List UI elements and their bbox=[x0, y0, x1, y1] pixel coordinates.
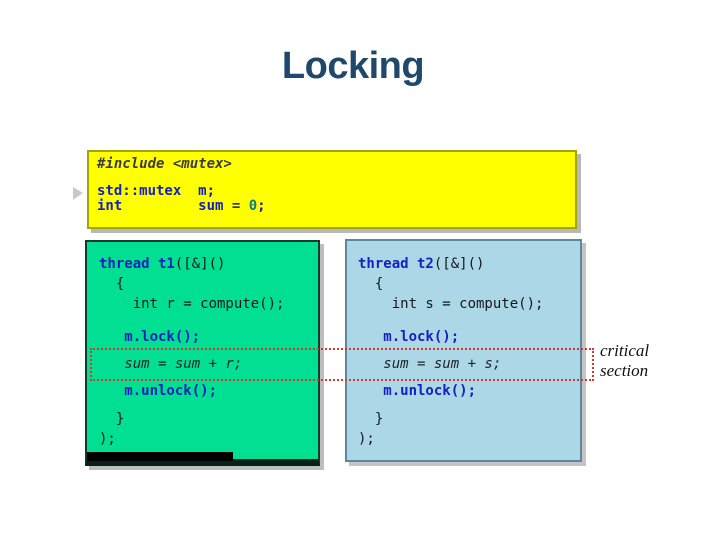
slide-title: Locking bbox=[281, 45, 425, 87]
code-token: ([&]() bbox=[433, 256, 485, 272]
code-line: sum = sum + r; bbox=[99, 354, 318, 374]
code-token: m.unlock(); bbox=[99, 383, 218, 399]
code-line: m.lock(); bbox=[358, 327, 580, 347]
code-token: = bbox=[231, 198, 249, 214]
code-token: 0 bbox=[248, 198, 258, 214]
code-line: m.unlock(); bbox=[358, 381, 580, 401]
code-line: std::mutex m; bbox=[97, 184, 575, 199]
code-token: ([&]() bbox=[174, 256, 226, 272]
code-line: m.lock(); bbox=[99, 327, 318, 347]
code-line: thread t2([&]() bbox=[358, 254, 580, 274]
code-line: ); bbox=[358, 429, 580, 449]
code-line: thread t1([&]() bbox=[99, 254, 318, 274]
code-block-globals: #include <mutex>std::mutex m;int sum = 0… bbox=[87, 150, 577, 229]
code-token: m.lock(); bbox=[358, 329, 460, 345]
code-token: #include <mutex> bbox=[97, 156, 232, 172]
code-line: int r = compute(); bbox=[99, 294, 318, 314]
code-token: } bbox=[99, 411, 125, 427]
code-line: { bbox=[99, 274, 318, 294]
critical-section-outline bbox=[90, 348, 594, 381]
critical-section-label-line1: critical bbox=[600, 341, 650, 360]
code-line: } bbox=[99, 409, 318, 429]
code-token: int r = compute(); bbox=[99, 296, 285, 312]
code-block-thread2: thread t2([&]() { int s = compute(); m.l… bbox=[345, 239, 582, 462]
code-line: { bbox=[358, 274, 580, 294]
code-token: thread t2 bbox=[358, 256, 434, 272]
code-token: m.lock(); bbox=[99, 329, 201, 345]
code-token: sum = sum + r; bbox=[99, 356, 243, 372]
code-token: ); bbox=[99, 431, 116, 447]
code-token: int s = compute(); bbox=[358, 296, 544, 312]
code-token: thread t1 bbox=[99, 256, 175, 272]
code-line: #include <mutex> bbox=[97, 157, 575, 172]
critical-section-label: critical section bbox=[600, 341, 649, 381]
code-token: int sum bbox=[97, 198, 232, 214]
code-token: std::mutex m; bbox=[97, 183, 216, 199]
code-line: int sum = 0; bbox=[97, 199, 575, 214]
code-token: { bbox=[99, 276, 125, 292]
code-token: ); bbox=[358, 431, 375, 447]
code-line: sum = sum + s; bbox=[358, 354, 580, 374]
code-token: ; bbox=[257, 198, 266, 214]
code-line: m.unlock(); bbox=[99, 381, 318, 401]
code-token: { bbox=[358, 276, 384, 292]
code-token: m.unlock(); bbox=[358, 383, 477, 399]
code-block-thread1: thread t1([&]() { int r = compute(); m.l… bbox=[85, 240, 320, 466]
bullet-arrow-icon bbox=[73, 187, 83, 200]
code-line: ); bbox=[99, 429, 318, 449]
hidden-box-fragment bbox=[87, 452, 233, 461]
code-token: } bbox=[358, 411, 384, 427]
code-token: sum = sum + s; bbox=[358, 356, 502, 372]
critical-section-label-line2: section bbox=[600, 361, 649, 380]
code-line: } bbox=[358, 409, 580, 429]
code-line: int s = compute(); bbox=[358, 294, 580, 314]
